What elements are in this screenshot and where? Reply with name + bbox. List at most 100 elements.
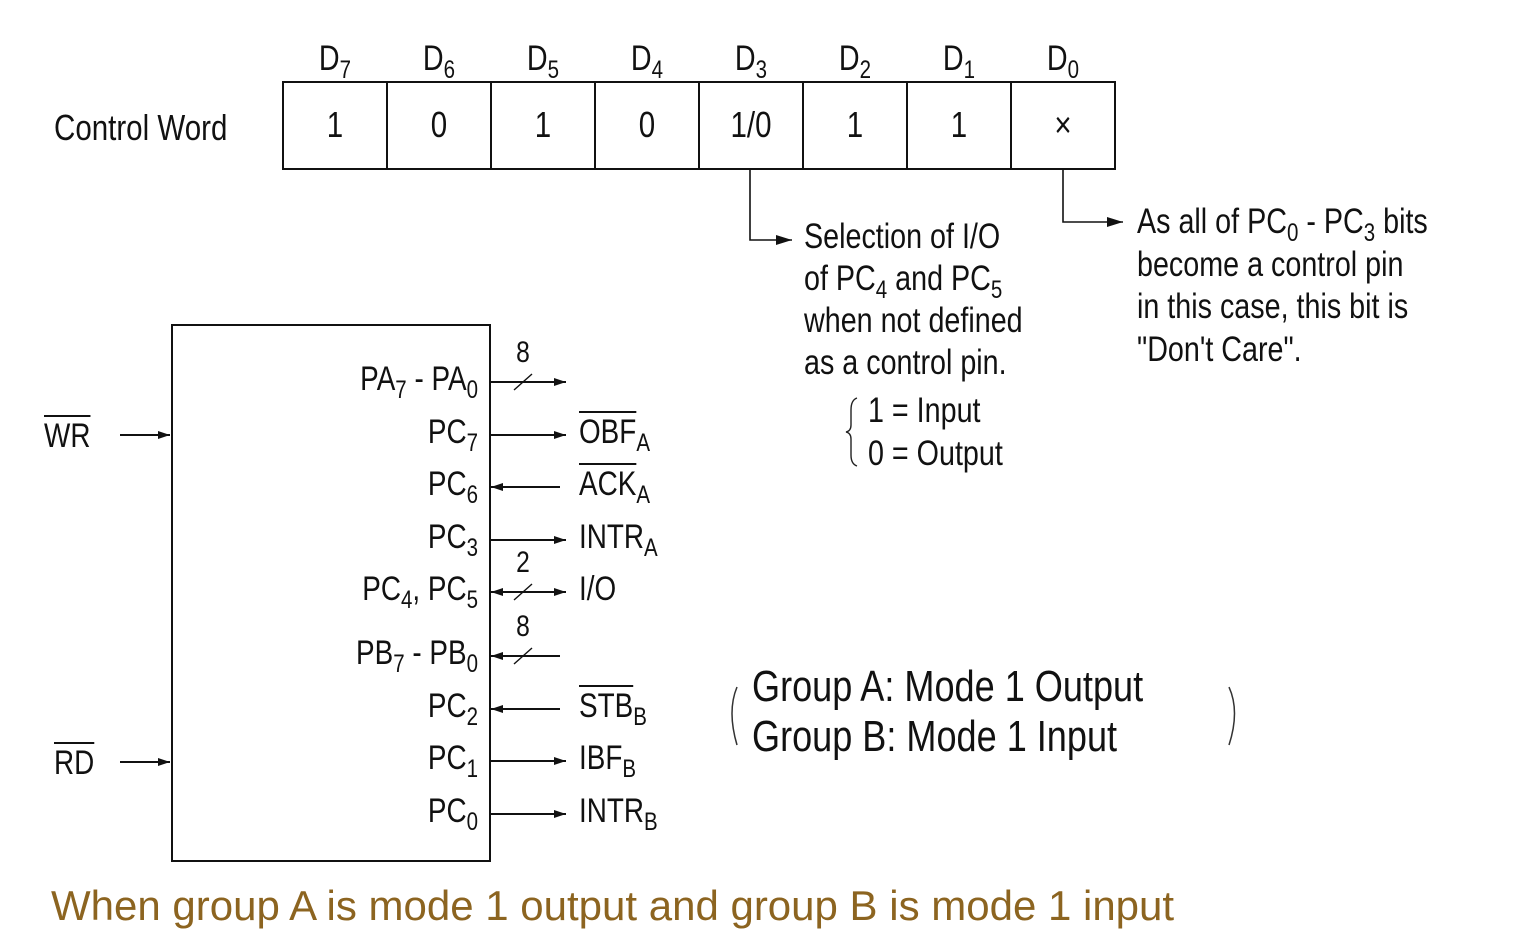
figure-caption: When group A is mode 1 output and group … (51, 882, 1175, 929)
pin-label-part: PA (360, 360, 396, 398)
d0-note-line1-mid: - PC (1298, 202, 1364, 241)
group-left-paren (731, 686, 738, 746)
pin-label: PC4, PC5 (234, 570, 478, 613)
signal-name: INTR (579, 518, 645, 556)
pin-arrows (490, 373, 566, 818)
signal-label: IBFB (579, 739, 636, 782)
bit-header-name: D (630, 39, 652, 78)
bit-header-name: D (318, 39, 340, 78)
pin-label: PC7 (234, 413, 478, 456)
signal-name: OBF (579, 413, 637, 451)
pin-label-part: 6 (466, 481, 478, 509)
signal-name: IBF (579, 739, 623, 777)
pin-label-part: 7 (393, 650, 405, 678)
options-brace (845, 397, 858, 467)
pin-label-part: PB (356, 634, 394, 672)
signal-subscript: B (622, 755, 637, 783)
pin-label-part: , PC (412, 570, 467, 608)
d3-note-line2-sub1: 4 (875, 276, 888, 304)
d0-note-line3: in this case, this bit is (1137, 287, 1409, 326)
d3-note-line2-sub2: 5 (990, 276, 1003, 304)
pin-label: PB7 - PB0 (234, 634, 478, 677)
d3-option-output: 0 = Output (868, 434, 1003, 473)
pin-label-part: 1 (466, 755, 478, 783)
d0-note-line1-sub2: 3 (1363, 219, 1376, 247)
bit-header-name: D (734, 39, 756, 78)
rd-input-label: RD (54, 746, 94, 780)
group-right-paren (1228, 686, 1236, 746)
bit-header-index: 0 (1067, 56, 1080, 84)
bus-width-label: 8 (516, 336, 530, 369)
signal-name: ACK (579, 465, 637, 503)
group-a-mode: Group A: Mode 1 Output (752, 662, 1144, 711)
bus-slash (513, 647, 533, 665)
pin-label-part: PC (427, 739, 467, 777)
d3-note-line2-mid: and PC (887, 259, 991, 298)
signal-name: I/O (579, 570, 617, 608)
bit-header: D4 (606, 39, 688, 83)
bit-header-index: 1 (963, 56, 976, 84)
pin-label-part: - PB (404, 634, 467, 672)
bit-header: D2 (814, 39, 896, 83)
signal-label: STBB (579, 687, 647, 730)
signal-label: OBFA (579, 413, 650, 456)
pin-label-part: PC (427, 792, 467, 830)
d3-option-input: 1 = Input (868, 391, 981, 430)
d0-note-line4: "Don't Care". (1137, 330, 1302, 369)
pin-label-part: 4 (400, 586, 413, 614)
signal-subscript: B (633, 703, 647, 731)
bit-header: D3 (710, 39, 792, 83)
pin-label-part: 7 (466, 429, 478, 457)
bit-value: 1/0 (730, 104, 772, 145)
bus-width-label: 8 (516, 610, 530, 643)
d0-note-line1: As all of PC0 - PC3 bits (1137, 201, 1428, 246)
bit-value: × (1054, 104, 1072, 145)
pin-label-part: 0 (466, 650, 478, 678)
bit-value: 0 (430, 104, 448, 145)
d3-note-line3: when not defined (804, 301, 1023, 340)
bit-header-name: D (838, 39, 860, 78)
bit-header: D0 (1022, 41, 1104, 83)
bit-header: D1 (918, 39, 1000, 83)
pin-label-part: 7 (395, 376, 407, 404)
bit-header-index: 7 (339, 56, 352, 84)
bit-header-name: D (942, 39, 964, 78)
bit-header: D6 (398, 39, 480, 83)
signal-name: STB (579, 687, 634, 725)
pin-label: PC2 (234, 689, 478, 730)
bus-slash (513, 373, 533, 391)
pin-label-part: 5 (466, 586, 478, 614)
pin-label-part: 0 (466, 808, 478, 836)
signal-subscript: A (636, 481, 651, 509)
signal-subscript: B (644, 808, 658, 836)
bit-header-index: 6 (443, 56, 456, 84)
signal-label: INTRB (579, 792, 658, 835)
bit-header-index: 5 (547, 56, 560, 84)
d3-note-line4: as a control pin. (804, 343, 1007, 382)
bit-value: 1 (326, 104, 344, 145)
d3-note-line2-pre: of PC (804, 259, 876, 298)
bit-header-name: D (526, 39, 548, 78)
signal-subscript: A (636, 429, 651, 457)
d0-note-line1-pre: As all of PC (1137, 202, 1287, 241)
bus-slash (513, 583, 533, 601)
d3-leader-arrow (749, 169, 792, 245)
signal-name: INTR (579, 792, 645, 830)
control-word-label: Control Word (54, 107, 228, 148)
bit-header: D5 (502, 39, 584, 83)
bit-value: 0 (638, 104, 656, 145)
bit-header-index: 3 (755, 56, 768, 84)
pin-label-part: 3 (466, 534, 478, 562)
signal-label: INTRA (579, 518, 658, 561)
d0-note-line2: become a control pin (1137, 245, 1404, 284)
pin-label: PA7 - PA0 (234, 360, 478, 403)
pin-label-part: 2 (466, 703, 478, 731)
bit-header-name: D (422, 39, 444, 78)
pin-label-part: PC (427, 413, 467, 451)
bit-header: D7 (294, 39, 376, 83)
d3-note-line2: of PC4 and PC5 (804, 258, 1002, 303)
bit-value: 1 (950, 104, 968, 145)
pin-label: PC0 (234, 792, 478, 835)
signal-subscript: A (644, 534, 658, 562)
